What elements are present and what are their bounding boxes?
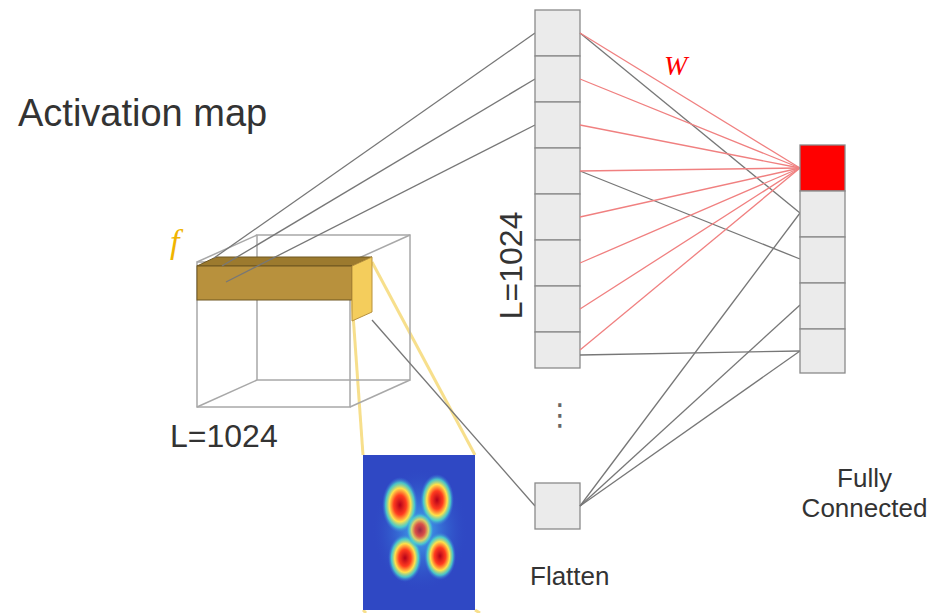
ellipsis-mark: ⋮ (545, 398, 575, 433)
feature-slab (197, 257, 372, 321)
flatten-column (535, 10, 580, 529)
weight-symbol: W (664, 50, 687, 82)
dimension-label: L=1024 (494, 211, 531, 319)
dimension-label: L=1024 (170, 418, 278, 455)
layer-label: Flatten (530, 562, 610, 592)
activation-cube (197, 235, 410, 407)
fc-lines (580, 33, 800, 506)
title-label: Activation map (18, 92, 267, 136)
feature-symbol: f (170, 222, 179, 261)
projection-lines (352, 262, 480, 613)
heatmap (363, 455, 475, 610)
fc-column (800, 145, 845, 373)
weight-lines (580, 33, 800, 350)
layer-label: Fully Connected (797, 464, 932, 524)
